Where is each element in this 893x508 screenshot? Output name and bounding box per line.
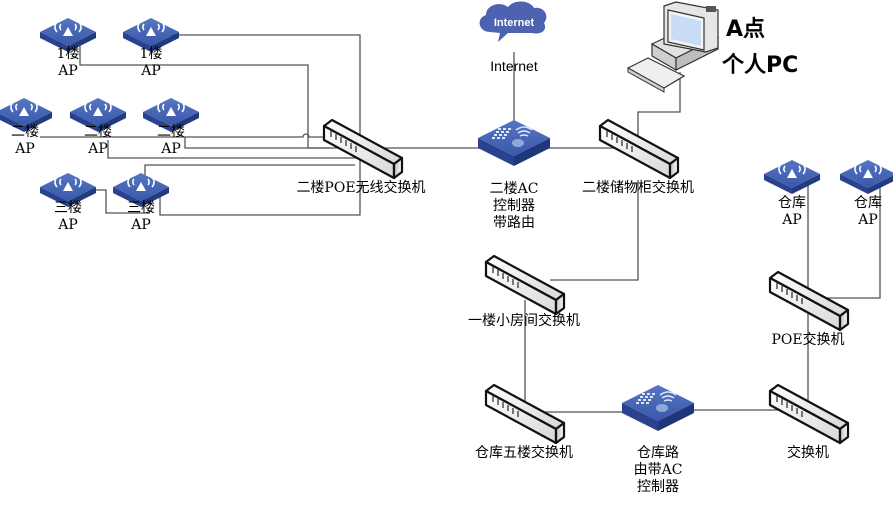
ap-type-text: AP (131, 217, 151, 233)
pc-label-line1: A点 (726, 17, 766, 42)
label-line: 控制器 (636, 479, 679, 495)
label-line: 控制器 (492, 198, 535, 214)
switch-wh-label: 交换机 (787, 445, 829, 461)
cabinet-switch-2f-label: 二楼储物柜交换机 (582, 180, 694, 196)
label-line: 带路由 (492, 215, 535, 231)
link-pc-cabinet (637, 72, 681, 148)
switch-icon (322, 118, 404, 180)
label-line: 由带AC (633, 462, 683, 478)
links (40, 34, 881, 413)
label-line: 仓库路 (636, 445, 679, 461)
ap-type-text: AP (141, 63, 161, 79)
pc-label-line2: 个人PC (722, 53, 799, 78)
poe-switch-wh-label: POE交换机 (771, 332, 845, 348)
ap-type-text: AP (782, 212, 802, 228)
switch-icon (768, 270, 850, 332)
ap-type-text: AP (88, 141, 108, 157)
ap-type-text: AP (858, 212, 878, 228)
ap-floor-text: 三楼 (54, 200, 82, 216)
ap-floor-text: 二楼 (157, 124, 185, 140)
switch-1f-room-label: 一楼小房间交换机 (468, 313, 580, 329)
ap-floor-text: 1楼 (139, 46, 163, 62)
ap-type-text: AP (161, 141, 181, 157)
link-poe-apwh-b (808, 185, 881, 299)
pc-icon (626, 1, 720, 93)
ap-floor-text: 仓库 (778, 195, 806, 211)
ap-floor-text: 1楼 (56, 46, 80, 62)
internet-cloud-icon (479, 1, 547, 42)
link-ap-2f-c (184, 137, 330, 149)
switch-icon (598, 118, 680, 180)
ap-floor-text: 三楼 (127, 200, 155, 216)
ap-floor-text: 仓库 (854, 195, 882, 211)
link-ap-2f-b (107, 140, 357, 159)
link-cabinet-1f (550, 180, 639, 281)
ap-type-text: AP (58, 217, 78, 233)
ac-controller-icon (477, 119, 551, 167)
ac-controller-icon (621, 384, 695, 432)
link-ap-1f-b (155, 34, 361, 216)
wireless-ap-icon (839, 159, 893, 195)
internet-cloud-label: Internet (494, 17, 535, 29)
ap-floor-text: 二楼 (11, 124, 39, 140)
wireless-ap-icon (763, 159, 821, 195)
switch-icon (768, 383, 850, 445)
ap-type-text: AP (15, 141, 35, 157)
internet-label: Internet (490, 58, 538, 74)
label-line: 二楼AC (489, 181, 539, 197)
link-ap-1f-a (79, 40, 360, 149)
poe-switch-2f-label: 二楼POE无线交换机 (296, 180, 426, 196)
switch-wh-5f-label: 仓库五楼交换机 (475, 445, 573, 461)
ap-type-text: AP (58, 63, 78, 79)
link-ap-3f-a (90, 189, 150, 214)
link-ap-2f-a (40, 133, 330, 138)
ap-floor-text: 二楼 (84, 124, 112, 140)
